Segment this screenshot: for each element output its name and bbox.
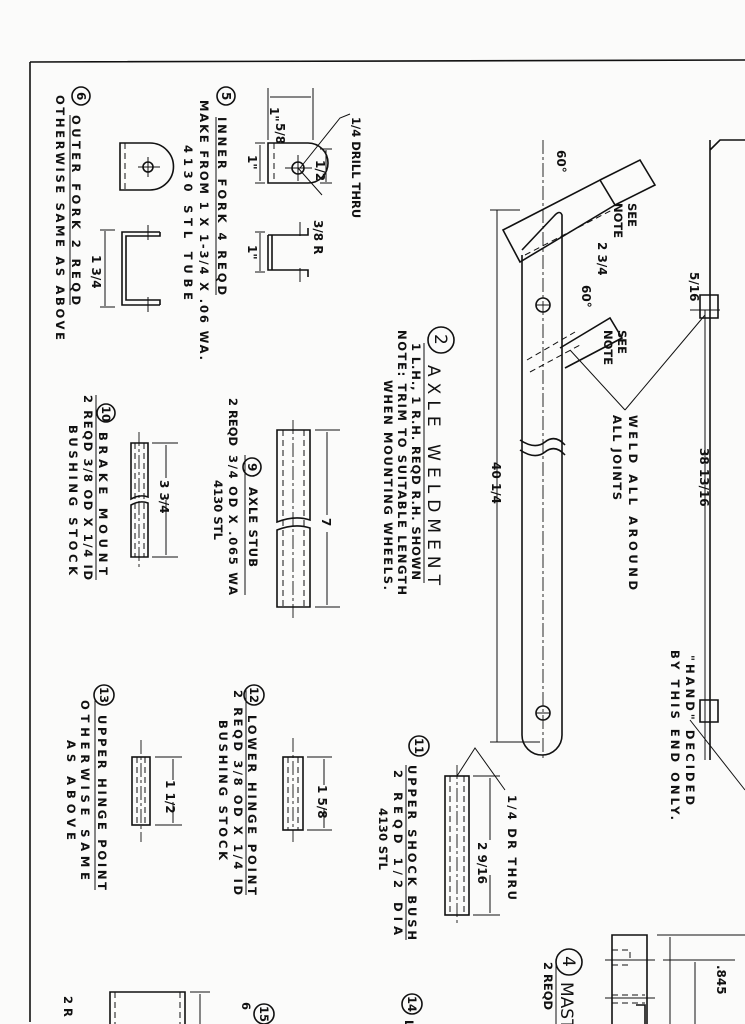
item12-material: 2 REQD 3/8 OD X 1/4 ID: [231, 690, 245, 895]
item15-part-drawing: [109, 991, 210, 1024]
item10-balloon: [96, 403, 116, 423]
item12-lower-hinge-drawing: [282, 738, 332, 842]
item4-qty: 2 REQD: [541, 962, 555, 1010]
item2-see-note-lower-b: NOTE: [601, 330, 615, 365]
item9-dim: 7: [319, 518, 333, 526]
item2-see-note-upper-b: NOTE: [611, 203, 625, 238]
item2-dim-length: 40 1/4: [489, 462, 503, 504]
item6-dim: 1 3/4: [89, 255, 103, 289]
item14-title: LO: [402, 1020, 416, 1024]
item6-number: 6: [74, 92, 88, 100]
item12-dim: 1 5/8: [315, 785, 329, 819]
item2-hand-note: "HAND" DECIDED: [683, 655, 697, 805]
item12-number: 12: [247, 687, 261, 703]
item5-dim-half: 1/2: [313, 160, 327, 181]
item11-drill-note: 1/4 DR THRU: [505, 795, 519, 900]
item5-title: INNER FORK 4 REQD: [215, 117, 229, 295]
item13-number: 13: [97, 687, 111, 703]
item2-angle-upper: 60°: [554, 150, 568, 173]
item2-see-note-lower: SEE: [615, 330, 629, 354]
item9-spec: 4130 STL: [211, 480, 225, 541]
item13-title: UPPER HINGE POINT: [95, 715, 109, 890]
item9-material: 3/4 OD X .065 WA: [226, 455, 240, 595]
item11-dim: 2 9/16: [475, 842, 489, 884]
item12-title: LOWER HINGE POINT: [245, 715, 259, 895]
item2-dim-5-16: 5/16: [687, 272, 701, 301]
item2-note-2: WHEN MOUNTING WHEELS.: [381, 380, 395, 590]
item6-outer-fork-drawing: [100, 142, 175, 312]
item6-balloon: [71, 86, 91, 106]
item10-dim: 3 3/4: [157, 480, 171, 514]
item2-dim-2-3-4: 2 3/4: [595, 242, 609, 276]
item13-note: OTHERWISE SAME: [78, 700, 92, 880]
item11-title: UPPER SHOCK BUSH: [405, 765, 419, 940]
item13-upper-hinge-drawing: [131, 740, 182, 842]
item13-note-2: AS ABOVE: [64, 740, 78, 840]
item9-axle-stub-drawing: [276, 420, 340, 618]
item2-qty: 1 L.H., 1 R.H. REQD R.H. SHOWN: [409, 343, 423, 580]
item14-balloon: [401, 993, 423, 1015]
item5-number: 5: [219, 92, 233, 100]
item10-material: 2 REQD 3/8 OD X 1/4 ID: [81, 395, 95, 580]
item2-dim-38: 38 13/16: [697, 448, 711, 507]
item4-title: MAST: [556, 982, 576, 1024]
item5-dim-5-8: 5/8: [273, 123, 287, 144]
item15-balloon: [253, 1003, 275, 1024]
item10-title: BRAKE MOUNT: [96, 432, 110, 575]
item5-radius: 3/8 R: [311, 220, 325, 255]
item10-number: 10: [99, 406, 113, 422]
bottom-fragment-text: 2 R: [61, 996, 75, 1017]
item4-number: 4: [558, 956, 578, 967]
item5-dim-1a: 1": [245, 155, 259, 170]
item2-hand-note-2: BY THIS END ONLY.: [668, 650, 682, 820]
item5-dim-width: 1": [267, 107, 281, 122]
item2-angle-lower: 60°: [579, 285, 593, 308]
item11-number: 11: [412, 738, 426, 754]
sheet-border: [29, 59, 745, 1022]
item2-axle-weldment-drawing: [490, 139, 745, 791]
item5-material: MAKE FROM 1 X 1-3/4 X .06 WA.: [197, 100, 211, 360]
item4-mast-drawing: [605, 934, 745, 1024]
item11-spec: 4130 STL: [376, 808, 390, 871]
item9-number: 9: [245, 463, 259, 471]
item13-dim: 1 1/2: [163, 780, 177, 814]
item11-shock-bush-drawing: [444, 747, 506, 925]
item13-balloon: [93, 684, 115, 706]
item4-dim: .845: [714, 965, 728, 995]
item9-balloon: [242, 457, 262, 477]
item10-brake-mount-drawing: [130, 432, 178, 568]
item5-spec: 4130 STL TUBE: [181, 145, 195, 300]
item12-spec: BUSHING STOCK: [216, 720, 230, 861]
item5-balloon: [216, 86, 236, 106]
item11-material: 2 REQD 1/2 DIA: [391, 770, 405, 935]
item5-drill-note: 1/4 DRILL THRU: [349, 117, 363, 218]
item10-spec: BUSHING STOCK: [66, 425, 80, 576]
item2-balloon: [427, 326, 455, 354]
item9-qty: 2 REQD: [226, 398, 240, 446]
item11-balloon: [408, 735, 430, 757]
item2-title: AXLE WELDMENT: [423, 365, 443, 586]
item14-number: 14: [405, 996, 419, 1012]
item5-dim-1b: 1": [245, 245, 259, 260]
item5-inner-fork-drawing: [255, 88, 351, 282]
item9-title: AXLE STUB: [246, 487, 260, 567]
item15-number: 15: [257, 1006, 271, 1022]
item15-qty: 6: [239, 1002, 253, 1010]
item2-note: NOTE: TRIM TO SUITABLE LENGTH: [395, 330, 409, 595]
item6-note: OTHERWISE SAME AS ABOVE: [53, 95, 67, 340]
item2-weld-note-2: ALL JOINTS: [610, 415, 624, 500]
item2-see-note-upper: SEE: [625, 203, 639, 227]
item2-weld-note: WELD ALL AROUND: [626, 415, 640, 590]
item2-number: 2: [430, 334, 450, 345]
item6-title: OUTER FORK 2 REQD: [69, 115, 83, 305]
item12-balloon: [243, 684, 265, 706]
